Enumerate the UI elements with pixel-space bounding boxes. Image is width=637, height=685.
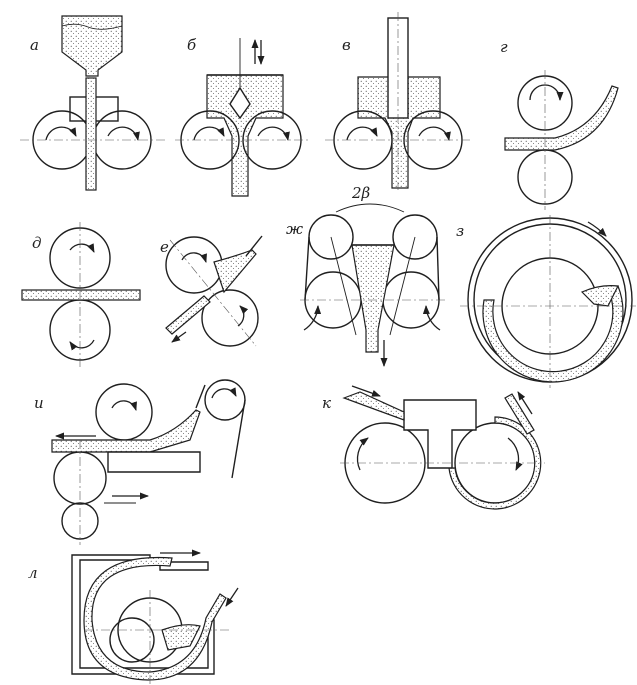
powder-strip-loop xyxy=(83,556,227,681)
panel-label-l: л xyxy=(28,564,38,582)
panel-label-zh: ж xyxy=(286,220,303,238)
rotation-arrow xyxy=(211,387,237,399)
powder-feed xyxy=(51,409,201,453)
powder-wedge xyxy=(351,244,395,353)
vibrating-plunger xyxy=(229,86,251,120)
powder-layer xyxy=(482,285,624,383)
small-roll xyxy=(109,617,155,663)
panel-label-e: е xyxy=(160,238,169,256)
entry-strip xyxy=(342,391,405,421)
belt-line xyxy=(330,236,357,336)
rotation-arrow xyxy=(257,126,290,141)
rotation-arrow xyxy=(181,252,207,263)
panel-e: е xyxy=(160,235,263,347)
hopper-body xyxy=(357,76,441,189)
powder-feed xyxy=(580,285,619,307)
rotation-arrow xyxy=(422,305,441,331)
rotation-arrow xyxy=(45,126,77,141)
input-arrow xyxy=(351,385,381,397)
panel-g: г xyxy=(500,38,619,210)
rotation-arrow xyxy=(111,400,137,411)
belt xyxy=(304,236,310,301)
angle-label: 2β xyxy=(351,184,371,202)
panel-label-k: к xyxy=(322,394,331,412)
rotation-arrow xyxy=(529,84,564,101)
panel-label-g: г xyxy=(500,38,508,56)
strip xyxy=(21,289,141,301)
rotation-arrow xyxy=(356,437,369,471)
rotation-arrow xyxy=(69,243,95,253)
rotation-arrow xyxy=(193,126,225,141)
rotation-arrow xyxy=(587,221,607,237)
belt xyxy=(436,236,440,301)
angle-arc xyxy=(335,203,405,213)
hopper xyxy=(61,15,123,77)
panel-a: а xyxy=(20,15,165,191)
panel-b: б xyxy=(175,36,310,197)
rotation-arrow xyxy=(237,305,249,327)
panel-l: л xyxy=(28,549,239,684)
powder-feed xyxy=(161,624,201,651)
panel-label-v: в xyxy=(342,36,351,54)
powder-heap xyxy=(213,249,257,294)
panel-zh: ж 2β xyxy=(286,184,445,367)
strip xyxy=(165,295,211,335)
powder-surface xyxy=(61,23,123,30)
panel-label-d: д xyxy=(32,234,42,252)
drive-roll xyxy=(204,379,246,421)
panel-label-a: а xyxy=(30,36,39,54)
belt-line xyxy=(389,236,416,336)
output-arrow xyxy=(517,391,533,415)
powder-stream-strip xyxy=(85,77,97,191)
exit-strip xyxy=(504,393,535,435)
panel-i: и xyxy=(34,379,246,545)
panel-z: з xyxy=(456,215,636,388)
chute-wall xyxy=(245,235,263,257)
panel-label-i: и xyxy=(34,394,44,412)
belt xyxy=(231,399,246,479)
belt xyxy=(195,384,206,409)
powder-chute xyxy=(504,85,619,151)
feeder-block xyxy=(403,399,477,469)
powder-layer xyxy=(448,416,542,510)
rotation-arrow xyxy=(69,339,95,351)
input-arrow xyxy=(225,587,239,607)
rotation-arrow xyxy=(107,126,140,141)
rotation-arrow xyxy=(418,126,451,141)
rotation-arrow xyxy=(507,437,523,471)
hopper-body xyxy=(206,74,284,197)
rotation-arrow xyxy=(346,126,378,141)
upper-roll xyxy=(95,383,153,441)
lower-roll xyxy=(201,289,259,347)
axis-line xyxy=(169,239,257,347)
panel-k: к xyxy=(322,385,545,510)
feed-plate xyxy=(107,451,201,473)
rotation-arrow xyxy=(303,305,322,331)
output-arrow xyxy=(171,331,187,343)
panel-label-z: з xyxy=(456,222,464,240)
panel-v: в xyxy=(325,12,470,190)
panel-d: д xyxy=(21,222,141,370)
panel-label-b: б xyxy=(187,36,197,54)
